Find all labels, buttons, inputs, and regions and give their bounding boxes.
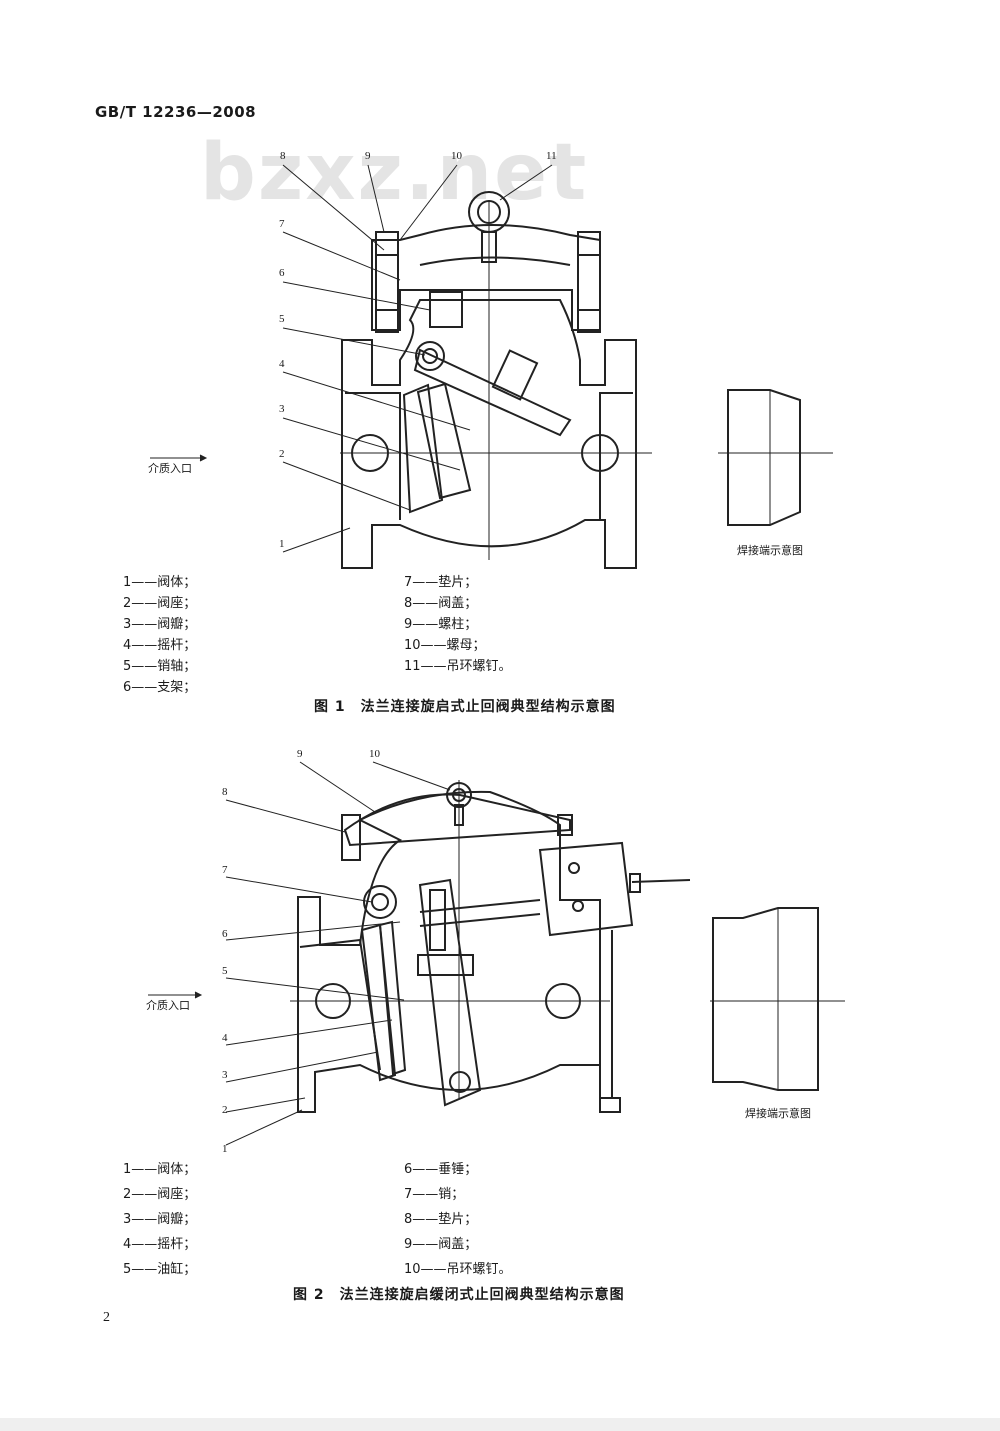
page-number: 2 xyxy=(103,1310,110,1325)
fig2-callout-4: 4 xyxy=(222,1032,228,1044)
fig1-callout-5: 5 xyxy=(279,313,285,325)
fig2-legend-item: 6——垂锤； xyxy=(404,1162,478,1177)
fig2-legend-item: 4——摇杆； xyxy=(123,1237,197,1252)
fig1-callout-3: 3 xyxy=(279,403,285,415)
fig2-legend-item: 8——垫片； xyxy=(404,1212,478,1227)
fig1-callout-7: 7 xyxy=(279,218,285,230)
fig1-legend-item: 11——吊环螺钉。 xyxy=(404,659,512,674)
fig2-legend-item: 10——吊环螺钉。 xyxy=(404,1262,512,1277)
fig1-callout-10: 10 xyxy=(451,150,462,162)
watermark: bzxz.net xyxy=(200,128,589,218)
fig2-weld-end-label: 焊接端示意图 xyxy=(745,1107,811,1120)
fig2-legend-item: 2——阀座； xyxy=(123,1187,197,1202)
fig2-callout-7: 7 xyxy=(222,864,228,876)
fig1-legend-item: 1——阀体； xyxy=(123,575,197,590)
fig2-legend-item: 7——销； xyxy=(404,1187,465,1202)
fig2-legend-item: 1——阀体； xyxy=(123,1162,197,1177)
fig2-callout-2: 2 xyxy=(222,1104,228,1116)
fig1-callout-9: 9 xyxy=(365,150,371,162)
fig1-legend-item: 2——阀座； xyxy=(123,596,197,611)
fig1-callout-2: 2 xyxy=(279,448,285,460)
fig2-inlet-label: 介质入口 xyxy=(146,999,190,1012)
fig2-callout-1: 1 xyxy=(222,1143,228,1155)
fig2-callout-3: 3 xyxy=(222,1069,228,1081)
fig1-weld-end-label: 焊接端示意图 xyxy=(737,544,803,557)
fig1-callout-11: 11 xyxy=(546,150,557,162)
fig1-legend-item: 7——垫片； xyxy=(404,575,478,590)
standard-number: GB/T 12236—2008 xyxy=(95,103,257,121)
fig1-legend-item: 10——螺母； xyxy=(404,638,486,653)
fig2-callout-5: 5 xyxy=(222,965,228,977)
fig1-legend-item: 6——支架； xyxy=(123,680,197,695)
fig1-legend-item: 3——阀瓣； xyxy=(123,617,197,632)
fig1-legend-item: 4——摇杆； xyxy=(123,638,197,653)
fig2-callout-8: 8 xyxy=(222,786,228,798)
fig1-callout-4: 4 xyxy=(279,358,285,370)
fig1-inlet-label: 介质入口 xyxy=(148,462,192,475)
scan-edge xyxy=(0,1418,1000,1431)
fig1-callout-8: 8 xyxy=(280,150,286,162)
fig2-caption: 图 2 法兰连接旋启缓闭式止回阀典型结构示意图 xyxy=(293,1287,625,1303)
fig2-callout-10: 10 xyxy=(369,748,380,760)
fig2-legend-item: 9——阀盖； xyxy=(404,1237,478,1252)
fig2-legend-item: 5——油缸； xyxy=(123,1262,197,1277)
fig1-callout-1: 1 xyxy=(279,538,285,550)
fig1-legend-item: 5——销轴； xyxy=(123,659,197,674)
fig1-legend-item: 9——螺柱； xyxy=(404,617,478,632)
fig2-callout-9: 9 xyxy=(297,748,303,760)
fig2-callout-6: 6 xyxy=(222,928,228,940)
fig1-callout-6: 6 xyxy=(279,267,285,279)
fig1-legend-item: 8——阀盖； xyxy=(404,596,478,611)
fig1-caption: 图 1 法兰连接旋启式止回阀典型结构示意图 xyxy=(314,699,616,715)
fig2-legend-item: 3——阀瓣； xyxy=(123,1212,197,1227)
